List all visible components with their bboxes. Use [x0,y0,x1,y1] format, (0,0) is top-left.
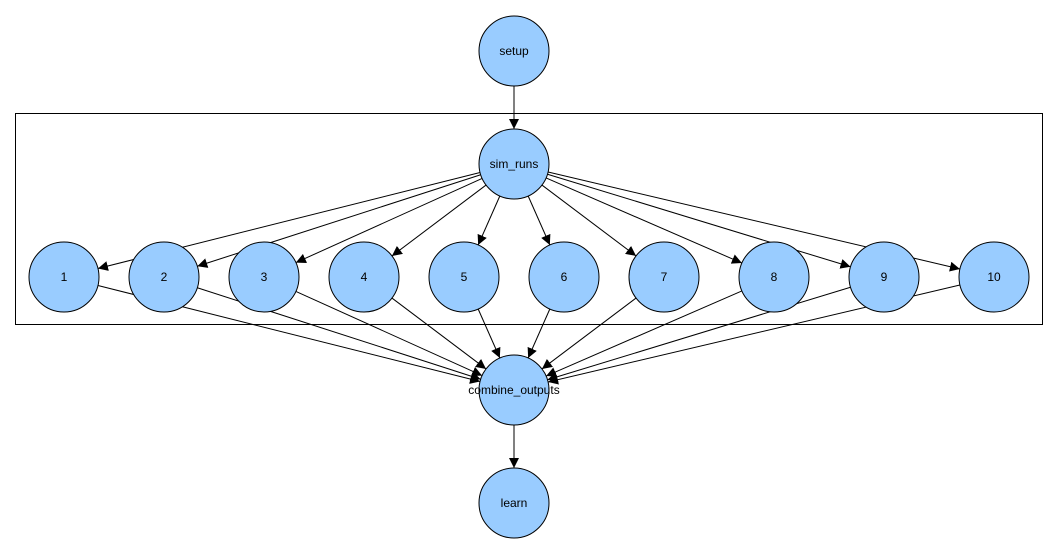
node-r5[interactable]: 5 [428,241,500,313]
node-label: combine_outputs [468,383,559,397]
edge-r5-to-combine_outputs [477,308,501,359]
node-circle [428,241,500,313]
node-circle [128,241,200,313]
node-r1[interactable]: 1 [28,241,100,313]
node-label: setup [499,44,529,58]
node-circle [528,241,600,313]
node-circle [848,241,920,313]
node-r9[interactable]: 9 [848,241,920,313]
node-r4[interactable]: 4 [328,241,400,313]
node-r7[interactable]: 7 [628,241,700,313]
node-combine_outputs[interactable]: combine_outputs [468,354,560,426]
node-label: 10 [987,270,1001,284]
edge-sim_runs-to-r6 [527,195,551,246]
edge-sim_runs-to-r4 [391,184,487,257]
node-label: learn [501,496,528,510]
edge-sim_runs-to-r3 [295,177,483,264]
edge-r6-to-combine_outputs [527,308,551,359]
node-circle [958,241,1030,313]
node-sim_runs[interactable]: sim_runs [478,128,550,200]
node-r10[interactable]: 10 [958,241,1030,313]
node-label: 1 [61,270,68,284]
node-label: 9 [881,270,888,284]
node-label: sim_runs [490,157,539,171]
node-r6[interactable]: 6 [528,241,600,313]
edge-r3-to-combine_outputs [295,290,483,377]
nodes-layer: setup sim_runs 1 2 3 4 5 6 7 8 9 10 combine_outputsl… [28,15,1030,539]
node-circle [628,241,700,313]
node-label: 5 [461,270,468,284]
node-circle [478,467,550,539]
node-circle [478,15,550,87]
node-label: 2 [161,270,168,284]
node-learn[interactable]: learn [478,467,550,539]
node-circle [28,241,100,313]
node-label: 8 [771,270,778,284]
node-r8[interactable]: 8 [738,241,810,313]
node-circle [478,354,550,426]
node-circle [328,241,400,313]
edge-r8-to-combine_outputs [545,290,743,377]
node-r3[interactable]: 3 [228,241,300,313]
edge-sim_runs-to-r7 [541,184,637,257]
edge-sim_runs-to-r8 [545,177,743,264]
node-label: 3 [261,270,268,284]
node-label: 6 [561,270,568,284]
node-r2[interactable]: 2 [128,241,200,313]
node-circle [478,128,550,200]
edge-sim_runs-to-r5 [477,195,501,246]
edge-sim_runs-to-r9 [547,173,851,269]
edge-r4-to-combine_outputs [391,297,487,370]
node-label: 4 [361,270,368,284]
sim-runs-group-box [15,113,1043,325]
edge-r7-to-combine_outputs [541,297,637,370]
node-circle [738,241,810,313]
node-circle [228,241,300,313]
edge-r9-to-combine_outputs [547,286,851,382]
node-label: 7 [661,270,668,284]
node-setup[interactable]: setup [478,15,550,87]
